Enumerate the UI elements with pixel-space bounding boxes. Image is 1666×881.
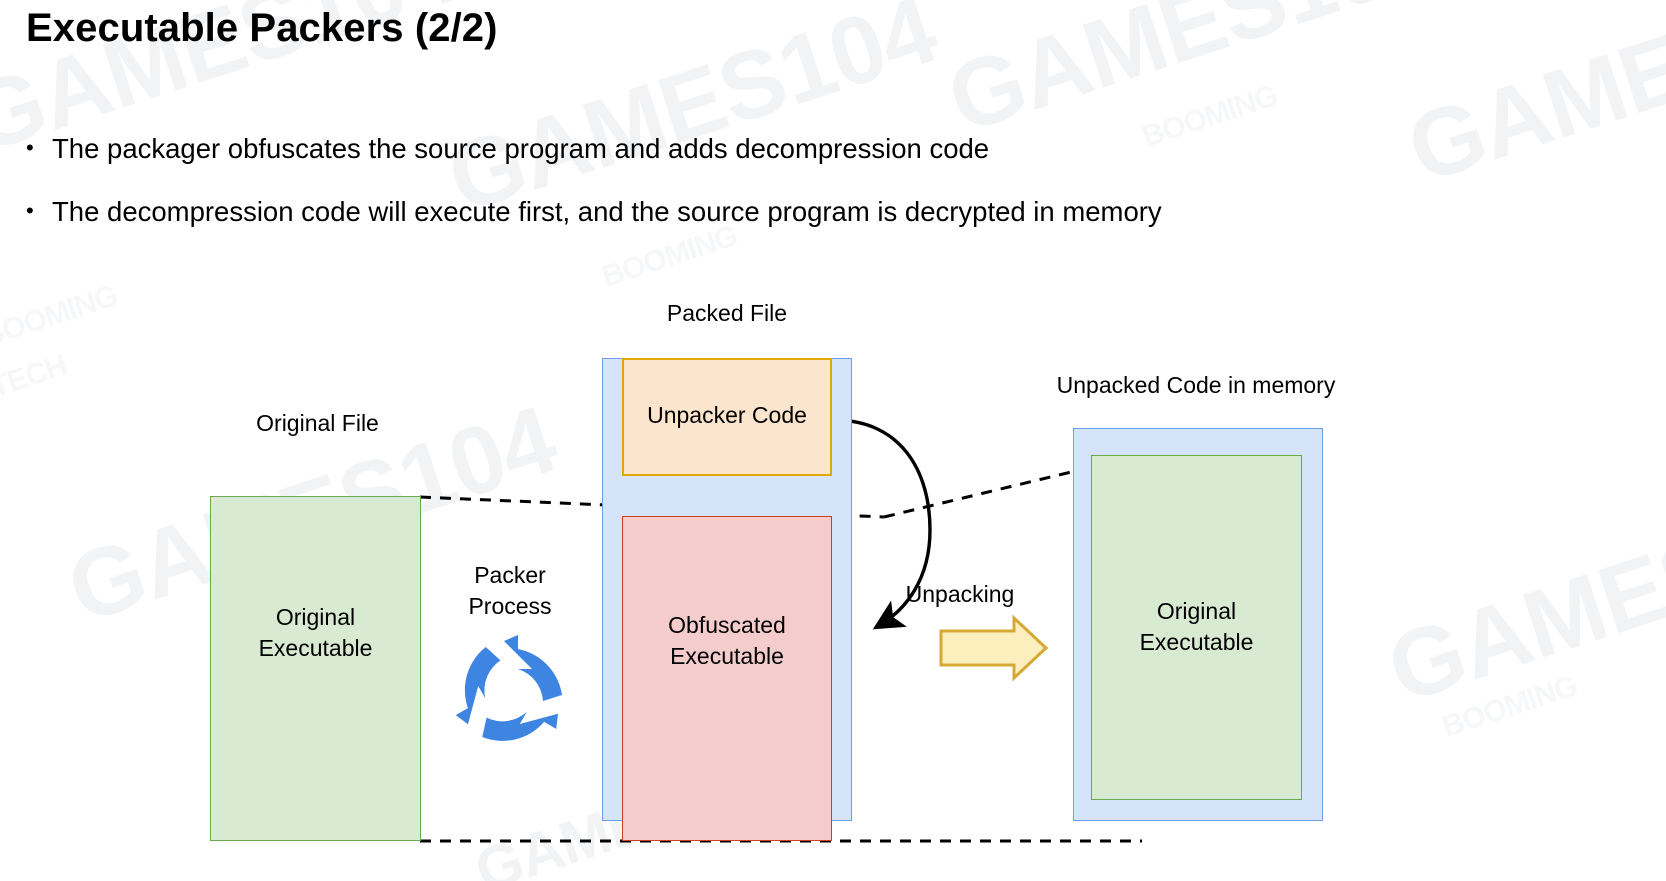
packer-process-label: Packer Process <box>468 562 552 620</box>
unpacker-code-box: Unpacker Code <box>622 358 832 476</box>
bullet-item: • The decompression code will execute fi… <box>26 194 1162 230</box>
bullet-marker-icon: • <box>26 198 34 223</box>
unpacker-code-text: Unpacker Code <box>647 402 807 428</box>
block-arrow-right-icon <box>939 614 1049 682</box>
unpacked-code-label: Unpacked Code in memory <box>1056 372 1336 398</box>
bullet-text: The packager obfuscates the source progr… <box>52 133 990 164</box>
packed-file-label: Packed File <box>666 300 788 326</box>
result-executable-text: Original Executable <box>1139 598 1254 656</box>
page-title: Executable Packers (2/2) <box>26 6 498 50</box>
original-executable-text: Original Executable <box>258 604 373 662</box>
bullet-marker-icon: • <box>26 135 34 160</box>
unpacking-label: Unpacking <box>905 581 1015 607</box>
original-file-box: Original Executable <box>210 496 421 841</box>
recycle-arrows-icon <box>455 635 562 741</box>
obfuscated-executable-box: Obfuscated Executable <box>622 516 832 841</box>
obfuscated-executable-text: Obfuscated Executable <box>668 612 786 670</box>
bullet-text: The decompression code will execute firs… <box>52 196 1162 227</box>
unpacked-original-executable-box: Original Executable <box>1091 455 1302 800</box>
bullet-item: • The packager obfuscates the source pro… <box>26 131 989 167</box>
original-file-label: Original File <box>256 410 379 436</box>
